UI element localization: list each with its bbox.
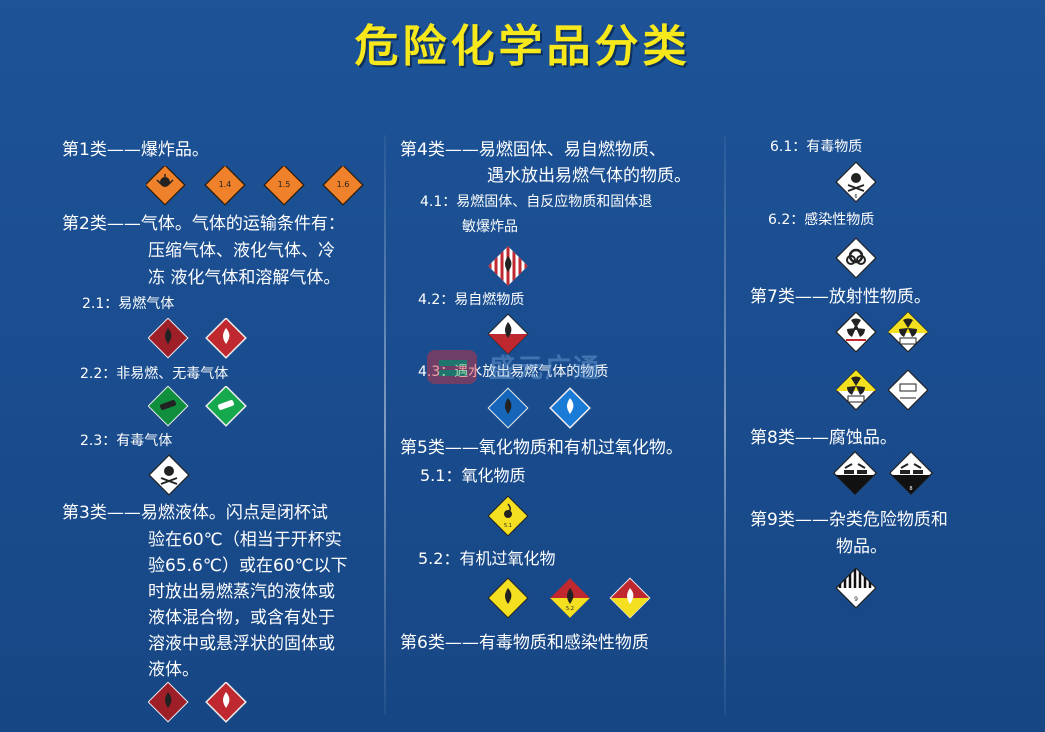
- flammable-liquid-sign-icon: [148, 682, 189, 723]
- subclass-2-2: 2.2：非易燃、无毒气体: [80, 366, 229, 382]
- subclass-4-1: 4.1：易燃固体、自反应物质和固体退: [420, 194, 653, 210]
- subclass-4-3-signs: [487, 387, 591, 429]
- class-4-line-2: 遇水放出易燃气体的物质。: [487, 166, 691, 186]
- watermark-text: 盛元广通: [489, 354, 602, 384]
- corrosive-sign-2-icon: 8: [888, 450, 934, 496]
- class-8-signs: 8: [832, 450, 934, 496]
- fissile-sign-icon: [887, 369, 929, 411]
- class-7-heading: 第7类——放射性物质。: [750, 287, 931, 307]
- class-3-line-2: 验在60℃（相当于开杯实: [148, 530, 342, 550]
- watermark-logo-icon: [427, 350, 477, 384]
- organic-peroxide-sign-3-icon: [609, 577, 651, 619]
- class-8-heading: 第8类——腐蚀品。: [750, 428, 897, 448]
- explosive-label-1-6: 1.6: [337, 180, 350, 189]
- miscellaneous-label: 9: [854, 596, 858, 603]
- non-flammable-gas-sign-2-icon: [205, 386, 247, 427]
- subclass-5-1: 5.1：氧化物质: [420, 466, 526, 485]
- non-flammable-gas-sign-icon: [148, 386, 189, 427]
- explosive-1-6-sign-icon: 1.6: [322, 166, 364, 206]
- explosive-1-1-sign-icon: [146, 166, 186, 206]
- class-3-line-6: 溶液中或悬浮状的固体或: [148, 634, 335, 654]
- subclass-2-1-signs: [148, 318, 247, 359]
- class-9-line-2: 物品。: [836, 537, 887, 557]
- class-9-heading: 第9类——杂类危险物质和: [750, 510, 948, 530]
- explosive-label-1-5: 1.5: [278, 180, 291, 189]
- class-3-line-7: 液体。: [148, 660, 199, 680]
- miscellaneous-sign-icon: 9: [835, 567, 877, 609]
- class-7-signs: [835, 311, 929, 411]
- explosive-label-1-4: 1.4: [219, 180, 232, 189]
- page-title: 危险化学品分类: [354, 21, 691, 72]
- subclass-4-3: 4.3：遇水放出易燃气体的物质: [418, 364, 609, 380]
- toxic-gas-sign-icon: [148, 454, 190, 496]
- dangerous-when-wet-sign-2-icon: [549, 387, 591, 429]
- column-divider-1: [384, 135, 386, 715]
- class-4-heading: 第4类——易燃固体、易自燃物质、: [400, 140, 666, 160]
- subclass-2-3: 2.3：有毒气体: [80, 433, 173, 449]
- subclass-2-2-signs: [148, 386, 247, 427]
- radioactive-iii-sign-icon: [835, 369, 877, 411]
- class-1-heading: 第1类——爆炸品。: [62, 140, 209, 160]
- radioactive-i-sign-icon: [835, 311, 877, 353]
- toxic-label: 6: [854, 194, 857, 200]
- class-3-line-4: 时放出易燃蒸汽的液体或: [148, 582, 335, 602]
- class-2-line-2: 压缩气体、液化气体、冷: [148, 241, 335, 261]
- explosive-1-5-sign-icon: 1.5: [263, 166, 305, 206]
- organic-peroxide-sign-2-icon: 5.2: [550, 578, 590, 618]
- watermark: 盛元广通: [425, 348, 625, 388]
- organic-peroxide-sign-icon: [487, 577, 529, 619]
- class-2-heading: 第2类——气体。气体的运输条件有：: [62, 214, 345, 234]
- flammable-liquid-sign-2-icon: [205, 682, 247, 723]
- toxic-substance-sign-icon: 6: [835, 161, 877, 203]
- spontaneous-combustion-sign-icon: [487, 313, 529, 355]
- infectious-substance-sign-icon: [835, 237, 877, 279]
- oxidizer-sign-icon: 5.1: [487, 495, 529, 537]
- class-3-signs: [148, 682, 247, 723]
- flammable-solid-sign-icon: [488, 246, 528, 286]
- class-3-line-5: 液体混合物，或含有处于: [148, 608, 335, 628]
- class-3-line-3: 验65.6℃）或在60℃以下: [148, 556, 348, 576]
- flammable-gas-sign-icon: [148, 318, 189, 359]
- subclass-6-1: 6.1：有毒物质: [770, 139, 863, 155]
- column-divider-2: [724, 135, 726, 715]
- class-5-heading: 第5类——氧化物质和有机过氧化物。: [400, 438, 683, 458]
- oxidizer-label: 5.1: [504, 523, 512, 529]
- flammable-gas-sign-2-icon: [205, 318, 247, 359]
- corrosive-sign-icon: [832, 450, 878, 496]
- class-3-heading: 第3类——易燃液体。闪点是闭杯试: [62, 503, 328, 523]
- subclass-5-2: 5.2：有机过氧化物: [418, 549, 556, 568]
- subclass-4-1-line-2: 敏爆炸品: [462, 219, 518, 235]
- explosive-1-4-sign-icon: 1.4: [204, 166, 246, 206]
- class-2-line-3: 冻 液化气体和溶解气体。: [148, 268, 341, 288]
- subclass-2-1: 2.1：易燃气体: [82, 296, 175, 312]
- organic-peroxide-label: 5.2: [566, 606, 574, 612]
- class-6-heading: 第6类——有毒物质和感染性物质: [400, 633, 649, 653]
- dangerous-when-wet-sign-icon: [487, 387, 529, 429]
- radioactive-ii-sign-icon: [887, 311, 929, 353]
- subclass-5-2-signs: 5.2: [487, 577, 651, 619]
- subclass-4-2: 4.2：易自燃物质: [418, 292, 525, 308]
- class-1-explosive-signs: 1.4 1.5 1.6: [146, 166, 364, 206]
- corrosive-label: 8: [909, 486, 912, 492]
- subclass-6-2: 6.2：感染性物质: [768, 212, 875, 228]
